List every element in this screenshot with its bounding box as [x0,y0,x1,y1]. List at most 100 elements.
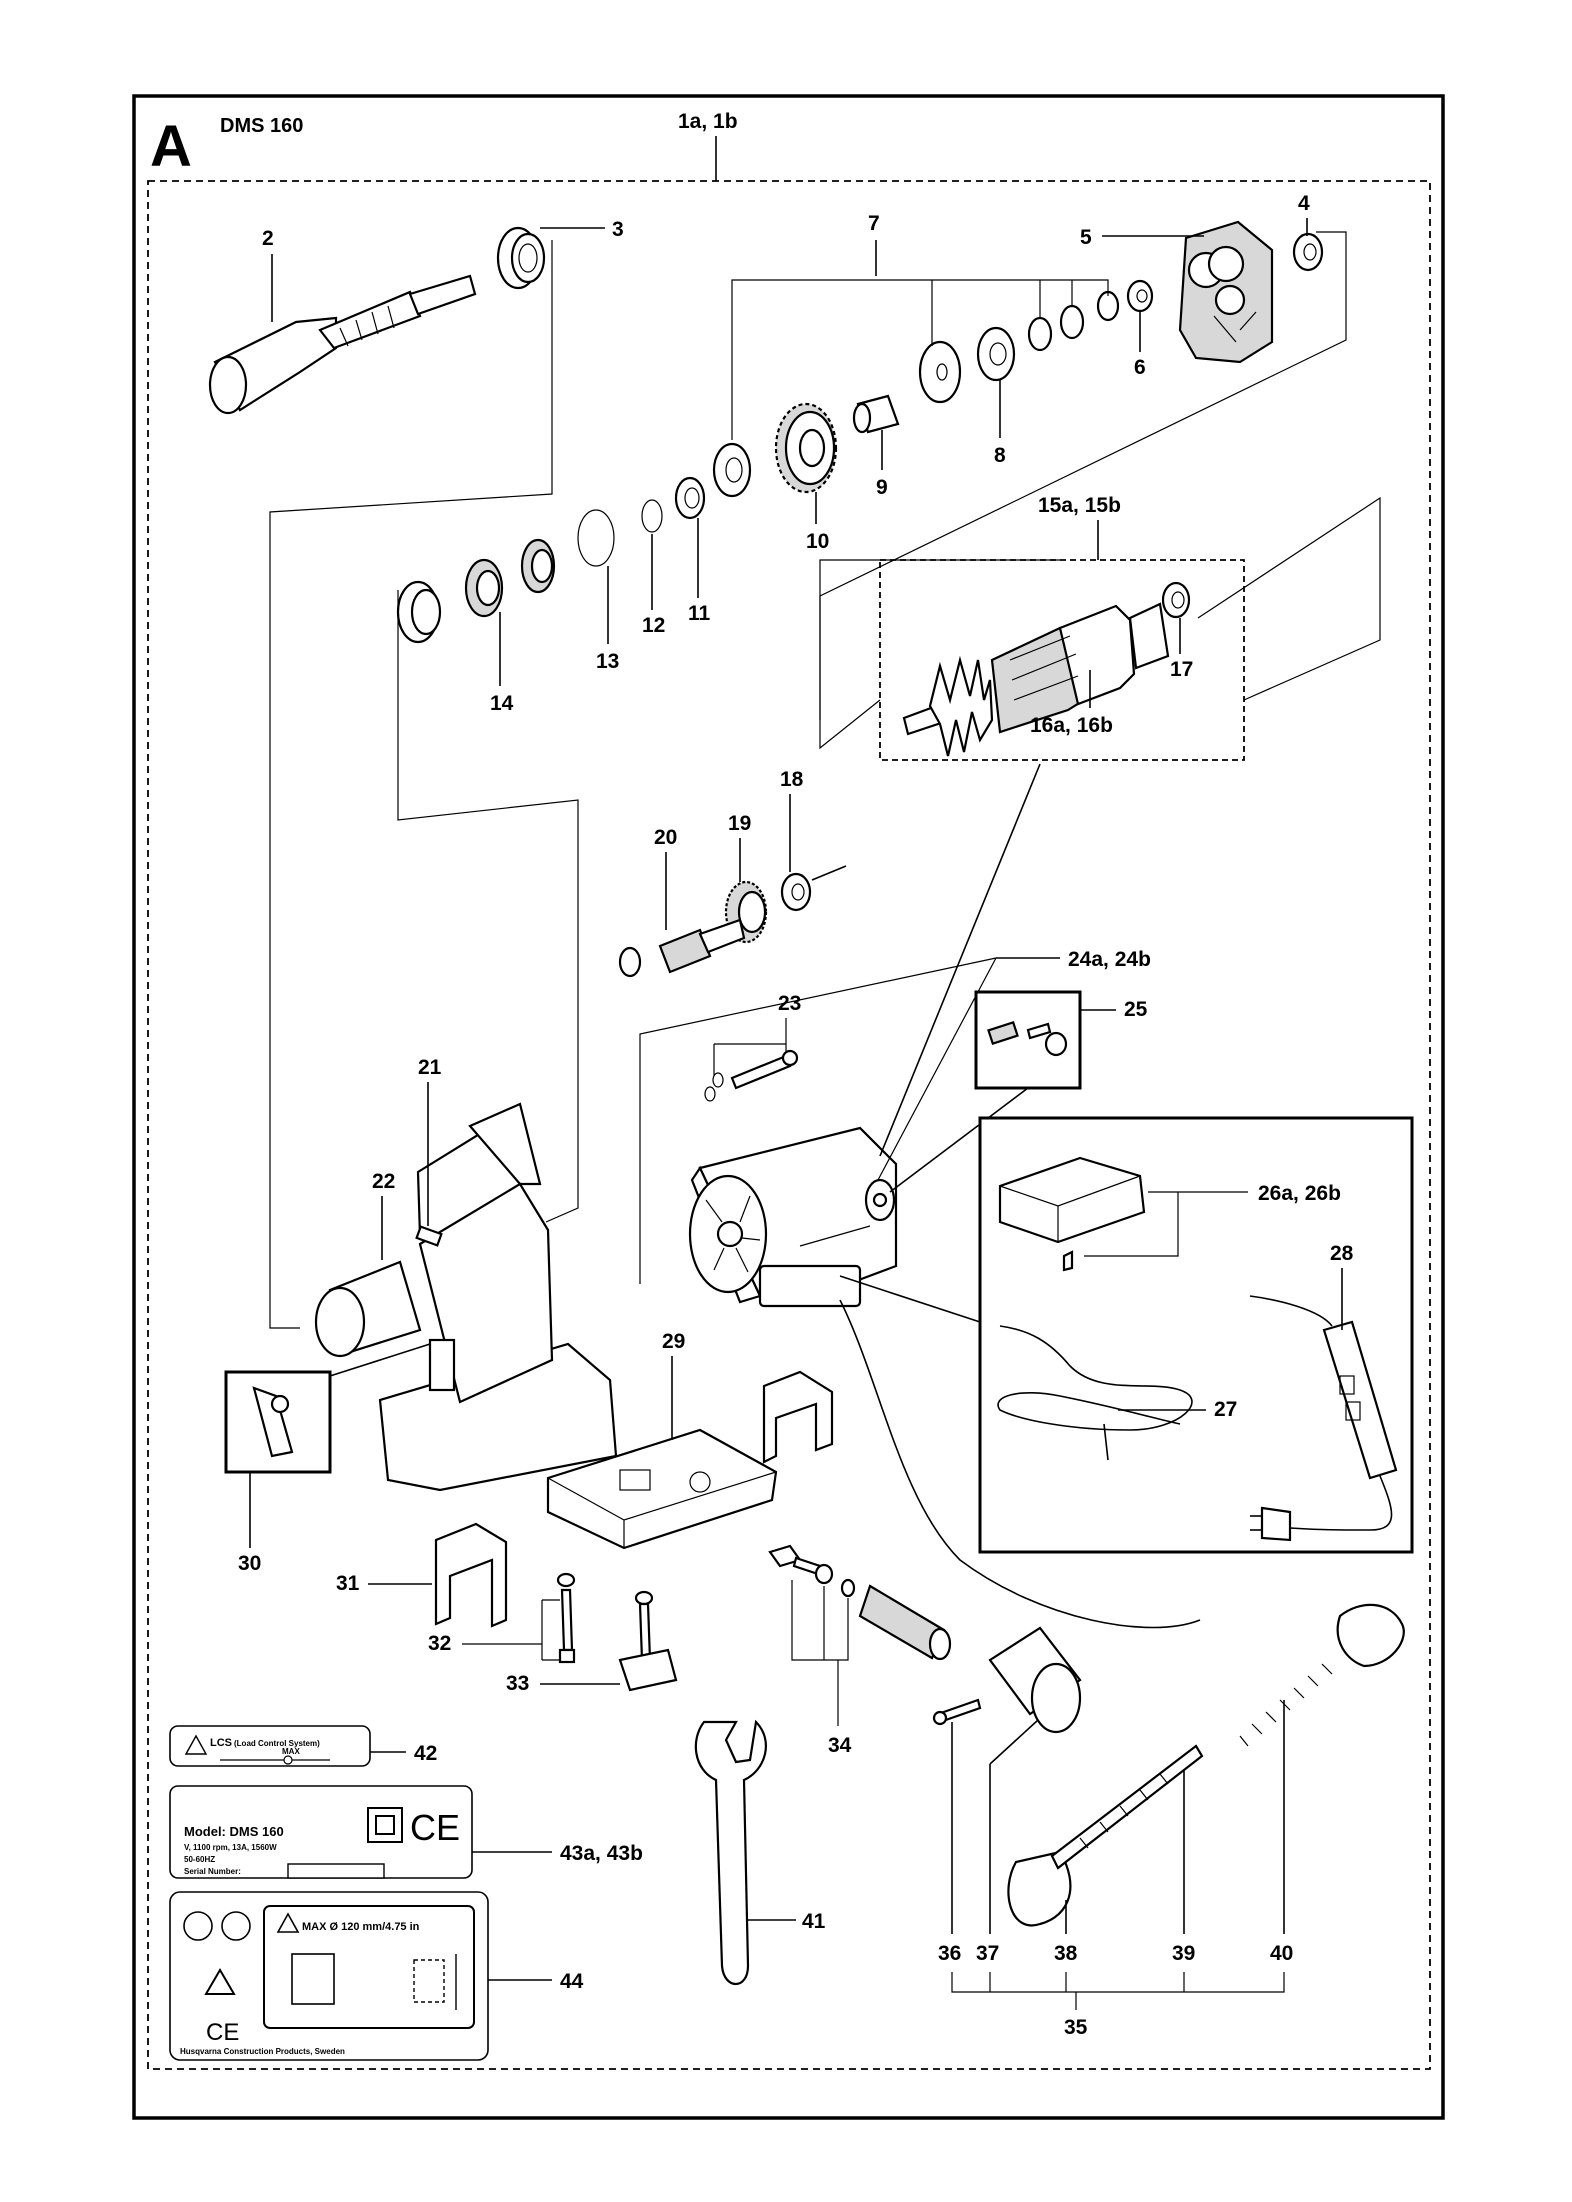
retaining-ring-part-13 [577,509,615,567]
power-cable-part-27 [997,1325,1193,1461]
bearing-part-17 [1161,581,1191,619]
rating-plate-model: Model: DMS 160 [184,1824,284,1839]
screw-set-part-23 [704,1049,799,1102]
callout-11: 11 [688,602,711,625]
base-plate-part-29 [546,1428,778,1550]
warning-plate-footer: Husqvarna Construction Products, Sweden [180,2047,345,2056]
callout-24: 24a, 24b [1068,948,1151,971]
gear-part-10 [774,402,838,494]
callout-31: 31 [336,1572,360,1595]
lever-part-30 [252,1386,294,1458]
handle-hub-part-37 [988,1626,1082,1734]
double-insulation-symbol [367,1807,403,1843]
max-warning-triangle-icon [276,1912,300,1933]
callout-27: 27 [1214,1398,1237,1421]
screw-part-36 [932,1698,982,1726]
callout-37: 37 [976,1942,999,1965]
callout-15: 15a, 15b [1038,494,1121,517]
callout-17: 17 [1170,658,1193,681]
callout-19: 19 [728,812,751,835]
lcs-label-part-42: LCS (Load Control System) MAX [169,1725,371,1767]
callout-18: 18 [780,768,804,791]
lcs-label-max: MAX [282,1747,300,1756]
callout-16: 16a, 16b [1030,714,1113,737]
warning-plate-part-44: CE MAX Ø 120 mm/4.75 in Husqvarna Constr… [169,1891,489,2061]
washer-set-part-7 [712,290,1120,498]
bearing-part-18 [780,865,847,912]
armature-part-16 [902,602,1170,757]
screw-and-washers-part-34 [768,1544,952,1661]
threaded-rod-part-39 [1050,1744,1204,1870]
rating-plate-freq: 50-60HZ [184,1855,215,1864]
set-screw-part-21 [415,1225,443,1247]
callout-25: 25 [1124,998,1148,1021]
handle-grip-part-38 [1007,1850,1072,1927]
callout-39: 39 [1172,1942,1195,1965]
section-letter: A [150,114,192,179]
spindle-part-2 [208,274,477,415]
callout-6: 6 [1134,356,1146,379]
armature-dashed-box [879,559,1245,761]
base-bracket [762,1370,834,1464]
eye-protection-icon [221,1911,251,1941]
lcs-label-subtitle: (Load Control System) [234,1739,320,1748]
callout-14: 14 [490,692,514,715]
callout-10: 10 [806,530,829,553]
lcs-label-title: LCS [210,1737,232,1749]
manual-symbol-icon [183,1911,213,1941]
serial-number-box [287,1863,385,1879]
rating-plate-serial-label: Serial Number: [184,1867,241,1876]
callout-36: 36 [938,1942,961,1965]
warning-triangle-icon [204,1968,236,1995]
callout-5: 5 [1080,226,1092,249]
bolt-part-32 [556,1572,576,1664]
callout-22: 22 [372,1170,395,1193]
warning-plate-ce-mark: CE [206,2019,239,2046]
bearing-part-11 [674,476,706,520]
callout-33: 33 [506,1672,529,1695]
knob-screw-part-33 [618,1590,678,1692]
gearbox-cover-part-5 [1178,220,1274,364]
carbon-brush-part-25 [987,1020,1068,1057]
callout-42: 42 [414,1742,437,1765]
assembly-dashed-frame [147,180,1431,2070]
pinion-part-20 [618,918,746,978]
callout-43: 43a, 43b [560,1842,643,1865]
switch-box-part-26 [998,1156,1146,1272]
model-title: DMS 160 [220,115,303,137]
wrench-part-41 [694,1719,767,1985]
callout-38: 38 [1054,1942,1078,1965]
gear-housing-part-22 [314,1102,618,1492]
callout-20: 20 [654,826,677,849]
callout-21: 21 [418,1056,442,1079]
callout-35: 35 [1064,2016,1088,2039]
spring-and-cap-part-40 [1239,1603,1405,1747]
callout-34: 34 [828,1734,852,1757]
assembly-callout: 1a, 1b [678,110,738,133]
callout-4: 4 [1298,192,1310,215]
callout-2: 2 [262,227,274,250]
callout-29: 29 [662,1330,685,1353]
callout-13: 13 [596,650,619,673]
lock-washer-part-8 [976,326,1016,382]
bracket-part-31 [434,1522,508,1628]
bearing-part-6 [1126,279,1154,313]
callout-32: 32 [428,1632,451,1655]
rating-plate-part-43: Model: DMS 160 V, 1100 rpm, 13A, 1560W 5… [169,1785,473,1879]
warning-plate-max-diameter: MAX Ø 120 mm/4.75 in [302,1921,420,1933]
callout-30: 30 [238,1552,261,1575]
rating-plate-spec: V, 1100 rpm, 13A, 1560W [184,1843,277,1852]
motor-housing-part-24 [688,1126,898,1308]
callout-9: 9 [876,476,888,499]
sleeve-part-9 [852,394,900,434]
circlip-part-12 [641,499,663,533]
outer-frame [132,94,1445,2120]
bearing-ring-part-3 [496,226,546,290]
bearing-part-4 [1292,232,1324,272]
callout-3: 3 [612,218,624,241]
callout-7: 7 [868,212,880,235]
callout-26: 26a, 26b [1258,1182,1341,1205]
callout-8: 8 [994,444,1006,467]
bearing-set-part-14 [396,538,556,644]
